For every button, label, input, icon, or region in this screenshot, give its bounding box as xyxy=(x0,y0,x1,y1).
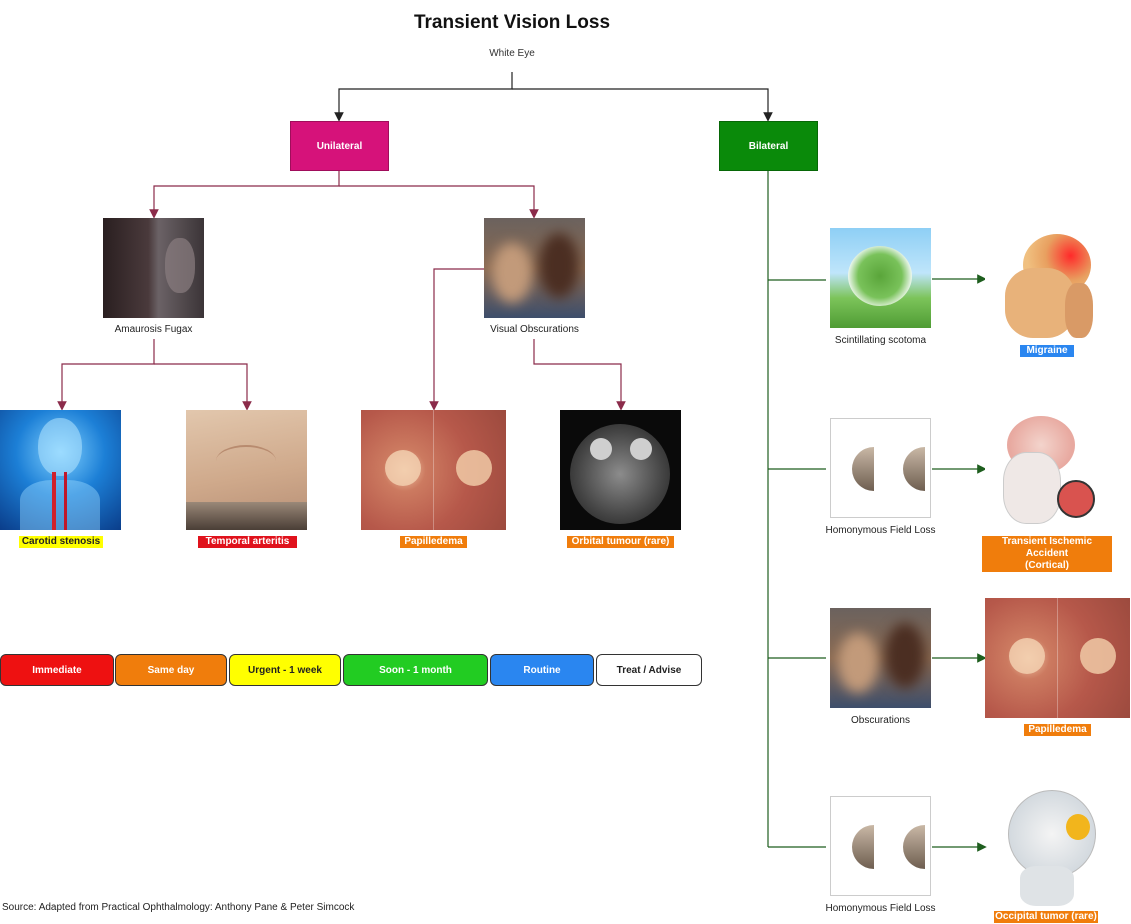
occipital-tumor-image xyxy=(990,786,1108,906)
orbital-tumour-image xyxy=(560,410,681,530)
papilledema-tag-2: Papilledema xyxy=(1024,724,1091,736)
diagram-title: Transient Vision Loss xyxy=(413,12,611,33)
root-label-white-eye: White Eye xyxy=(489,48,535,59)
visual-obscurations-image xyxy=(484,218,585,318)
unilateral-connectors xyxy=(57,170,626,411)
unilateral-label: Unilateral xyxy=(316,140,363,152)
tia-image xyxy=(985,412,1105,524)
bilateral-node: Bilateral xyxy=(719,121,818,171)
tia-tag: Transient Ischemic Accident (Cortical) xyxy=(982,536,1112,572)
migraine-image xyxy=(985,228,1105,340)
unilateral-node: Unilateral xyxy=(290,121,389,171)
legend-same-day: Same day xyxy=(115,654,227,686)
scintillating-scotoma-caption: Scintillating scotoma xyxy=(834,335,927,346)
amaurosis-fugax-caption: Amaurosis Fugax xyxy=(114,324,193,335)
papilledema-tag-1: Papilledema xyxy=(400,536,467,548)
amaurosis-fugax-image xyxy=(103,218,204,318)
carotid-stenosis-tag: Carotid stenosis xyxy=(19,536,103,548)
source-citation: Source: Adapted from Practical Ophthalmo… xyxy=(2,902,355,913)
temporal-arteritis-tag: Temporal arteritis xyxy=(198,536,297,548)
papilledema-image-1 xyxy=(361,410,506,530)
temporal-arteritis-image xyxy=(186,410,307,530)
occipital-tumor-tag: Occipital tumor (rare) xyxy=(994,911,1098,923)
legend-soon: Soon - 1 month xyxy=(343,654,488,686)
homonymous-field-loss-image-2 xyxy=(830,796,931,896)
legend-treat-advise: Treat / Advise xyxy=(596,654,702,686)
legend-immediate: Immediate xyxy=(0,654,114,686)
legend-urgent: Urgent - 1 week xyxy=(229,654,341,686)
tia-tag-line1: Transient Ischemic Accident xyxy=(1001,536,1093,559)
visual-obscurations-caption: Visual Obscurations xyxy=(490,324,579,335)
carotid-stenosis-image xyxy=(0,410,121,530)
homonymous-field-loss-caption-2: Homonymous Field Loss xyxy=(825,903,936,914)
legend-routine: Routine xyxy=(490,654,594,686)
homonymous-field-loss-caption-1: Homonymous Field Loss xyxy=(825,525,936,536)
papilledema-image-2 xyxy=(985,598,1130,718)
scintillating-scotoma-image xyxy=(830,228,931,328)
obscurations-caption: Obscurations xyxy=(851,715,910,726)
bilateral-connectors xyxy=(767,170,987,852)
migraine-tag: Migraine xyxy=(1020,345,1074,357)
tia-tag-line2: (Cortical) xyxy=(1025,560,1069,571)
bilateral-label: Bilateral xyxy=(748,140,789,152)
root-connector xyxy=(334,72,773,122)
homonymous-field-loss-image-1 xyxy=(830,418,931,518)
orbital-tumour-tag: Orbital tumour (rare) xyxy=(567,536,674,548)
obscurations-image xyxy=(830,608,931,708)
